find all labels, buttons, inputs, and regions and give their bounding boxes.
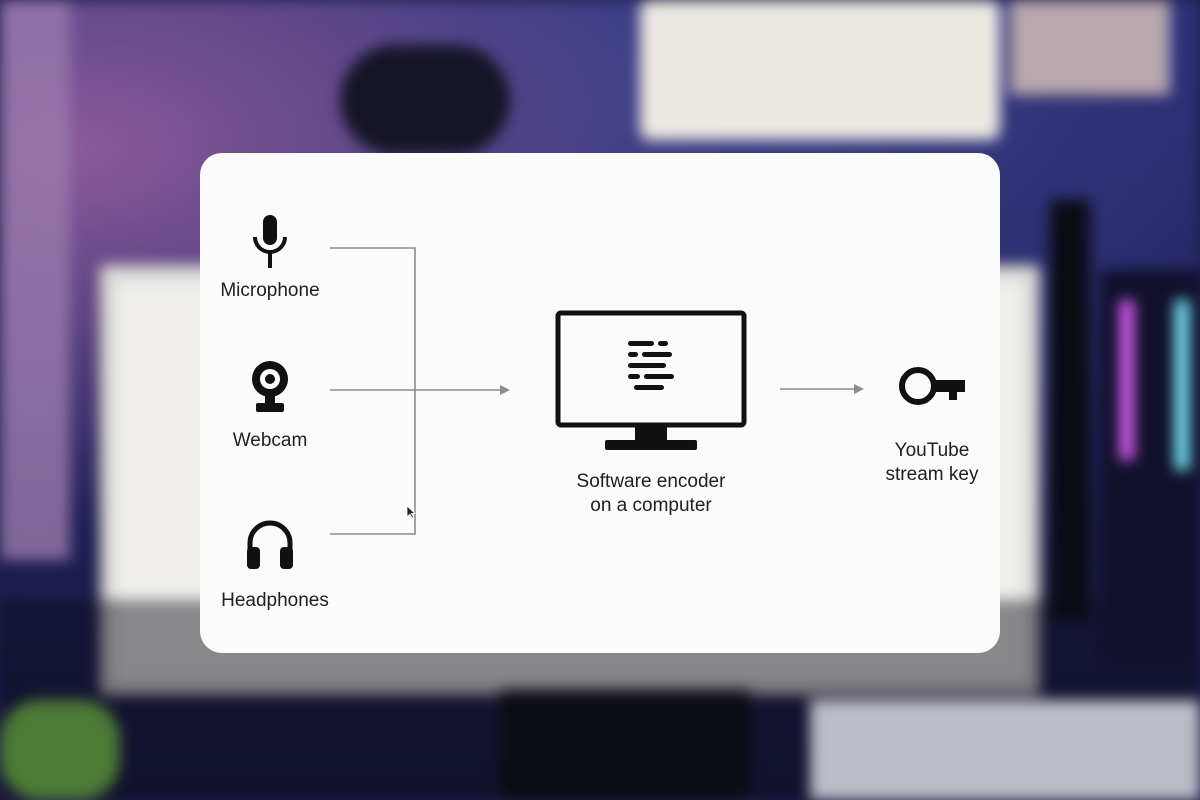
diagram-card: Microphone Webcam Headphones Software en… [200, 153, 1000, 653]
microphone-icon [253, 215, 287, 268]
webcam-icon [252, 361, 288, 412]
key-icon [899, 367, 965, 405]
monitor-icon [555, 310, 747, 450]
input-bracket-line [330, 247, 416, 535]
webcam-label: Webcam [232, 430, 308, 451]
microphone-label: Microphone [220, 280, 320, 301]
encoder-label-line2: on a computer [590, 495, 712, 516]
headphones-icon [247, 520, 293, 569]
connector-lines [330, 247, 864, 535]
mouse-cursor-icon [406, 505, 416, 519]
stream-key-label-line2: stream key [885, 464, 979, 485]
headphones-label: Headphones [221, 590, 329, 611]
stream-key-label-line1: YouTube [894, 440, 970, 461]
encoder-label-line1: Software encoder [576, 471, 726, 492]
